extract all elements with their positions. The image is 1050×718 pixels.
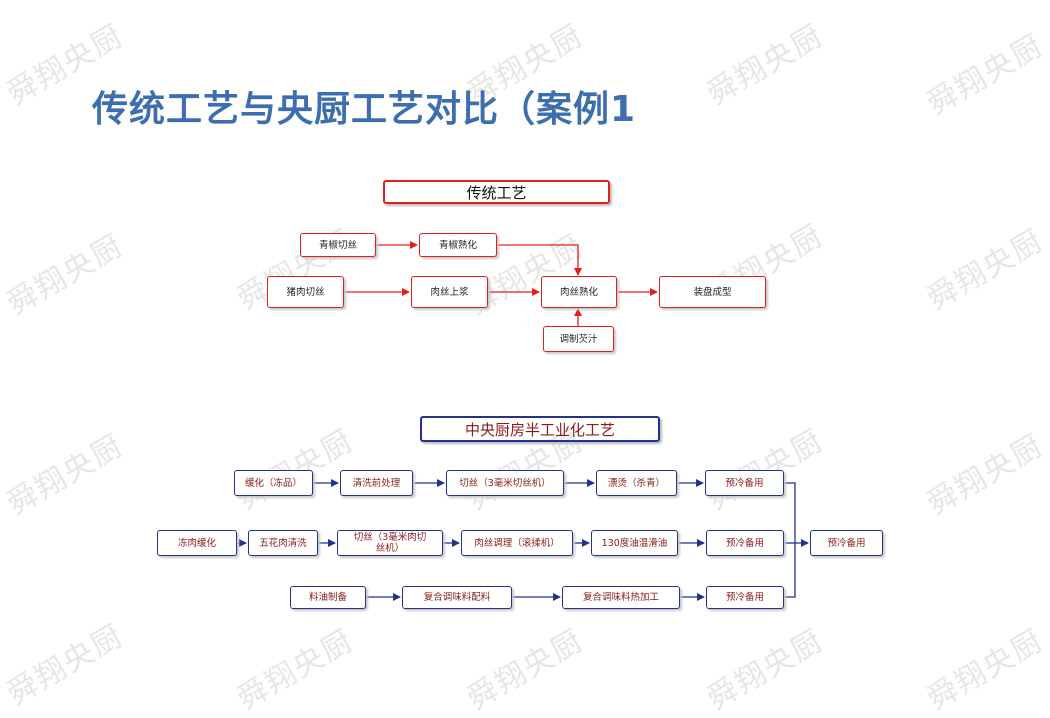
flow-node: 五花肉清洗: [248, 530, 318, 556]
flow-node: 复合调味料配料: [402, 586, 512, 609]
flow-node: 切丝（3毫米肉切丝机）: [337, 530, 443, 556]
flow-node: 漂烫（杀青）: [596, 470, 677, 496]
central-kitchen-process-header: 中央厨房半工业化工艺: [420, 416, 660, 442]
flow-node: 清洗前处理: [340, 470, 413, 496]
flow-node: 预冷备用: [706, 530, 784, 556]
flow-node-rousi-shangjiang: 肉丝上浆: [411, 276, 488, 308]
traditional-process-header: 传统工艺: [383, 180, 610, 204]
page-title: 传统工艺与央厨工艺对比（案例1: [92, 89, 637, 130]
connector-arrow: [497, 244, 582, 276]
flow-node: 预冷备用: [705, 470, 784, 496]
flow-node-zhurou-qiesi: 猪肉切丝: [267, 276, 344, 308]
flow-node: 料油制备: [290, 586, 366, 609]
flow-node: 复合调味料热加工: [562, 586, 680, 609]
flow-node-tiaozhi: 调制芡汁: [543, 326, 614, 352]
connector-line: [784, 482, 796, 598]
flow-node: 肉丝调理（滚揉机）: [461, 530, 573, 556]
flow-node: 缓化（冻品）: [234, 470, 313, 496]
flow-node-final: 预冷备用: [810, 530, 883, 556]
flow-node: 预冷备用: [706, 586, 784, 609]
flow-node-zhuangpan: 装盘成型: [659, 276, 766, 308]
flow-node: 冻肉缓化: [157, 530, 237, 556]
flow-node-qingjiao-qiesi: 青椒切丝: [300, 233, 376, 257]
flow-node: 130度油温滑油: [591, 530, 678, 556]
flow-node-qingjiao-shuhua: 青椒熟化: [419, 233, 497, 257]
flow-node-rousi-shuhua: 肉丝熟化: [541, 276, 617, 308]
flow-node: 切丝（3毫米切丝机）: [446, 470, 564, 496]
